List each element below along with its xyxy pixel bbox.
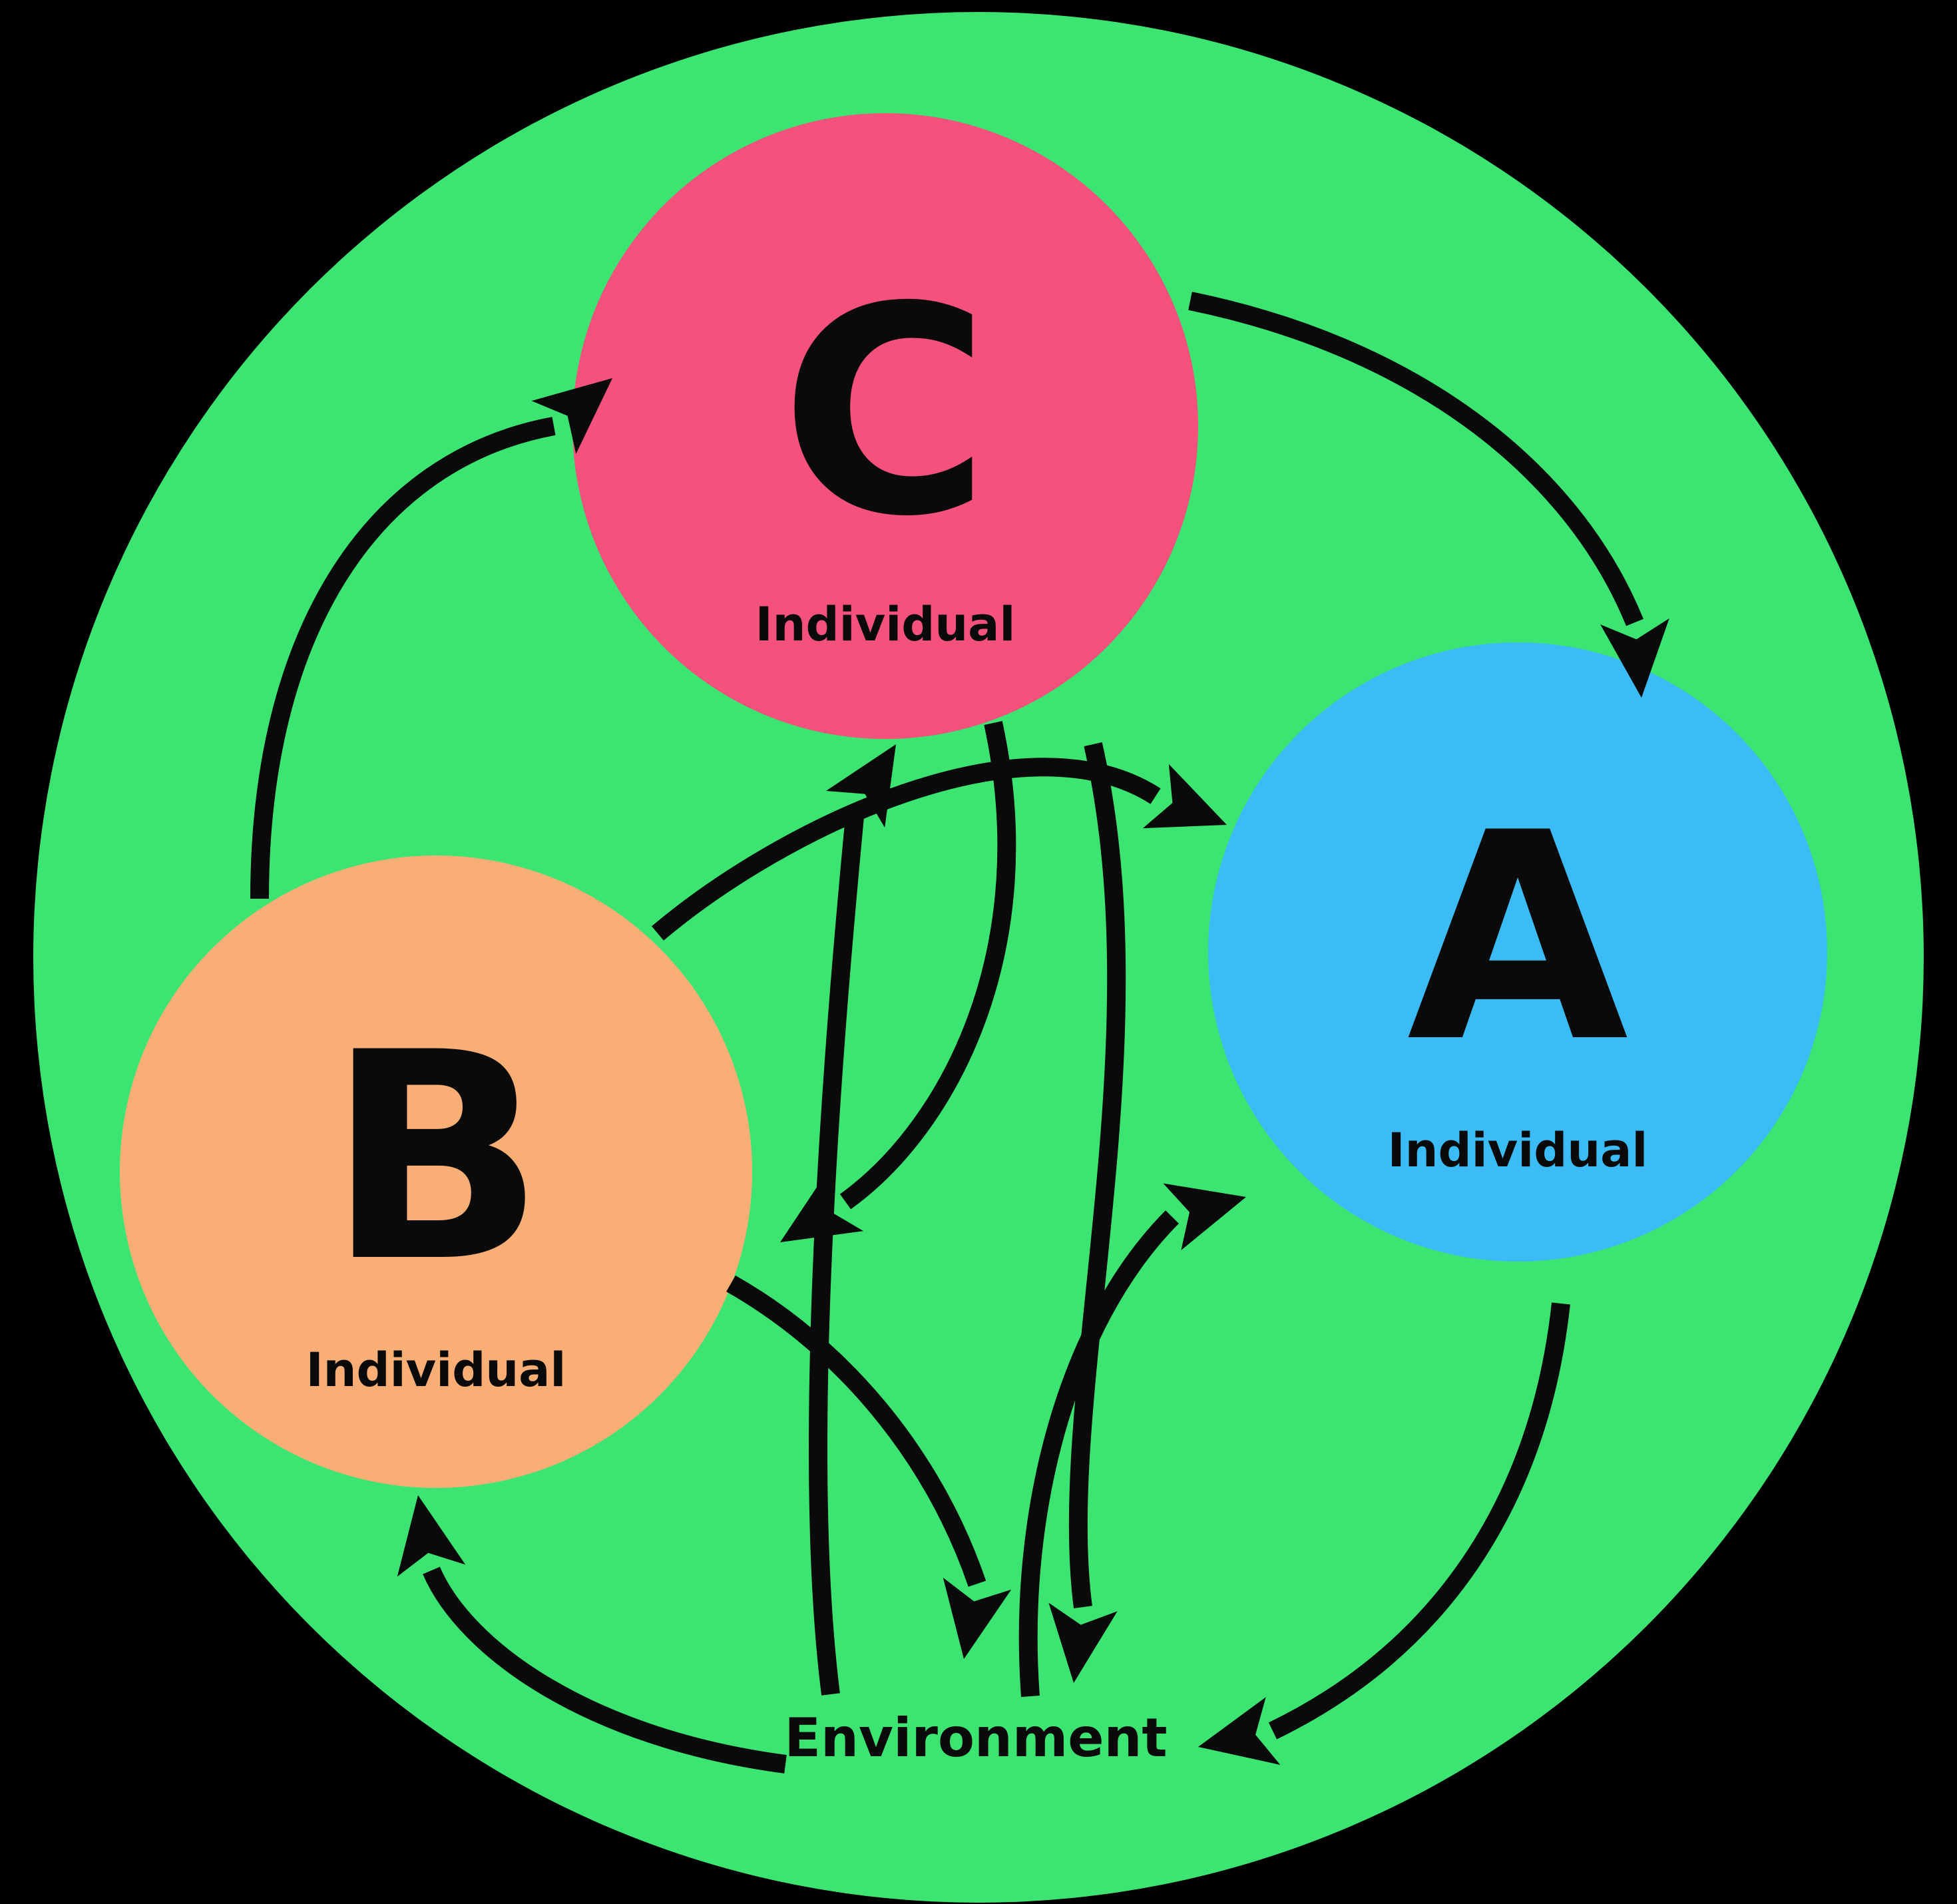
arrow-b-to-env-head — [943, 1577, 1012, 1659]
arrow-c-to-a — [1188, 292, 1669, 698]
arrow-env-to-b-head — [397, 1495, 466, 1577]
node-c-letter: C — [780, 246, 990, 579]
arrow-b-to-env — [726, 1275, 1012, 1659]
environment-label: Environment — [784, 1707, 1167, 1769]
node-b-letter: B — [327, 992, 545, 1325]
node-a-letter: A — [1407, 772, 1631, 1105]
arrow-env-to-b — [397, 1495, 787, 1774]
arrow-b-to-env-shaft — [726, 1275, 986, 1587]
arrow-c-to-a-shaft — [1188, 292, 1643, 626]
arrow-a-to-env — [1198, 1302, 1570, 1765]
arrow-env-to-a-head — [1163, 1183, 1246, 1250]
arrow-a-to-env-shaft — [1268, 1302, 1570, 1740]
arrow-c-to-a-head — [1600, 618, 1669, 698]
node-a-label: Individual — [1388, 1123, 1648, 1178]
arrow-env-to-a — [1018, 1183, 1246, 1698]
arrow-b-to-c — [250, 378, 612, 899]
arrow-env-to-a-shaft — [1018, 1210, 1179, 1698]
arrow-env-to-b-shaft — [423, 1566, 787, 1774]
arrow-c-to-b-shaft — [839, 721, 1016, 1210]
node-b-label: Individual — [306, 1343, 566, 1397]
node-b-circle — [120, 855, 752, 1488]
arrow-env-to-c — [809, 744, 896, 1696]
node-c: C Individual — [572, 113, 1198, 739]
arrow-env-to-c-shaft — [809, 808, 865, 1696]
arrow-c-to-env-shaft — [1068, 742, 1126, 1608]
arrow-b-to-c-shaft — [250, 417, 556, 899]
arrow-c-to-env — [1048, 742, 1126, 1683]
node-a-circle — [1208, 642, 1827, 1262]
node-c-circle — [572, 113, 1198, 739]
arrow-b-to-a-head — [1142, 764, 1227, 829]
arrow-c-to-env-head — [1048, 1602, 1118, 1683]
node-b: B Individual — [120, 855, 752, 1488]
arrow-b-to-c-head — [531, 378, 612, 454]
arrow-a-to-env-head — [1198, 1697, 1281, 1765]
arrow-env-to-c-head — [825, 744, 896, 828]
node-c-label: Individual — [756, 597, 1016, 652]
node-a: A Individual — [1208, 642, 1827, 1262]
